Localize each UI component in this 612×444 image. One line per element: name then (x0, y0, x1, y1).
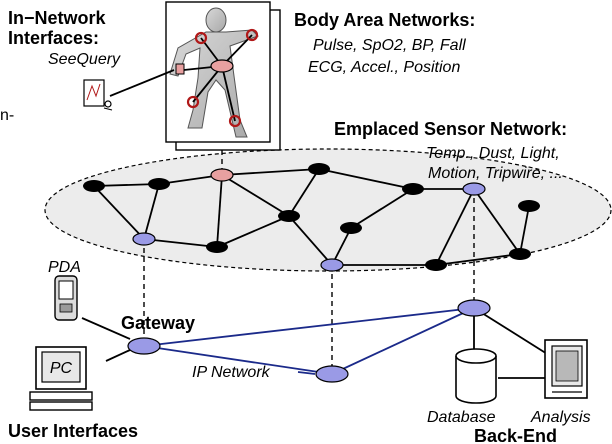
human-figure-icon (169, 7, 259, 138)
body-sensor-node (186, 95, 200, 109)
sensor-node (308, 163, 330, 175)
esn-line2: Motion, Tripwire, ... (428, 165, 563, 182)
user-interface-links (81, 317, 131, 362)
seequery-device-icon (83, 79, 113, 111)
body-hub-node (210, 59, 234, 73)
sensor-gateway-node (462, 182, 486, 196)
seequery-link (109, 69, 175, 97)
ban-title: Body Area Networks: (294, 10, 475, 30)
body-sensor-node (228, 114, 242, 128)
database-label: Database (427, 409, 496, 426)
body-gateway-node (210, 168, 234, 182)
ip-network-label: IP Network (192, 364, 271, 381)
sensor-node (148, 178, 170, 190)
seequery-label: SeeQuery (48, 51, 121, 68)
gateway-node (127, 337, 161, 355)
sensor-gateway-uplinks (143, 189, 475, 374)
user-interfaces-label: User Interfaces (8, 421, 138, 441)
sensor-node (340, 222, 362, 234)
body-sensor-node (194, 31, 208, 45)
sensor-node (83, 180, 105, 192)
sensor-node (278, 210, 300, 222)
sensor-nodes (83, 163, 540, 272)
analysis-label: Analysis (530, 409, 591, 426)
sensor-gateway-node (320, 258, 344, 272)
sensor-gateway-node (132, 232, 156, 246)
in-network-title-line1: In−Network (8, 8, 107, 28)
sensor-node (206, 241, 228, 253)
sensor-node (518, 200, 540, 212)
esn-title: Emplaced Sensor Network: (334, 119, 567, 139)
sensor-node (425, 259, 447, 271)
pda-icon (54, 275, 78, 321)
body-wrist-device (175, 63, 185, 75)
database-icon (455, 348, 497, 404)
ip-network-label-connector (297, 371, 316, 375)
ip-network-links (143, 307, 475, 375)
pc-label: PC (50, 360, 73, 377)
sensor-node (509, 248, 531, 260)
ban-line1: Pulse, SpO2, BP, Fall (313, 37, 466, 54)
body-sensor-joints (175, 28, 259, 128)
pda-label: PDA (48, 259, 81, 276)
gateway-label: Gateway (121, 313, 195, 333)
pc-icon: PC (29, 346, 93, 411)
sensor-node (402, 183, 424, 195)
backend-router-node (457, 299, 491, 317)
body-sensor-node (245, 28, 259, 42)
ip-router-node (315, 365, 349, 383)
analysis-monitor-icon (544, 339, 588, 399)
ban-line2: ECG, Accel., Position (308, 59, 460, 76)
cut-text-fragment: n- (0, 107, 14, 124)
in-network-title-line2: Interfaces: (8, 28, 99, 48)
back-end-label: Back-End (474, 426, 557, 444)
esn-line1: Temp., Dust, Light, (426, 145, 560, 162)
